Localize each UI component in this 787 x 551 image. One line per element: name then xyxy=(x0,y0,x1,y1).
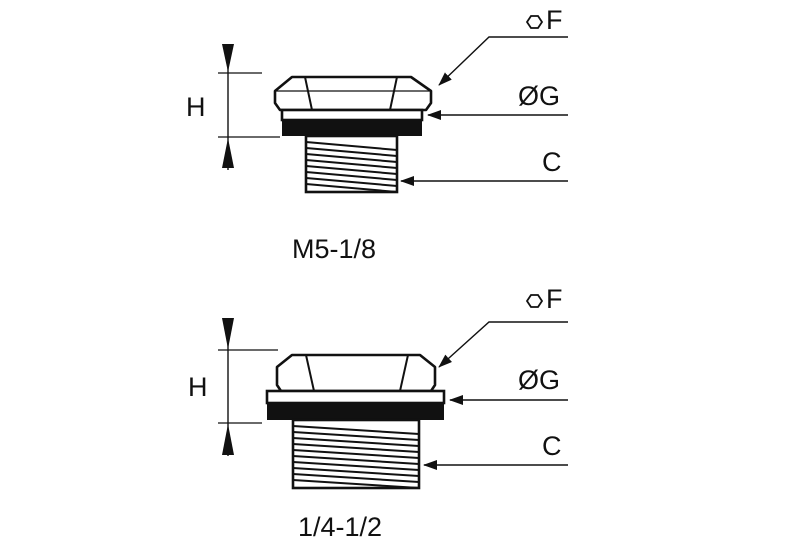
height-dimension: H xyxy=(186,44,280,170)
seal-ring xyxy=(267,403,444,420)
thread-leader: C xyxy=(423,431,568,470)
diameter-label: ØG xyxy=(518,365,560,395)
height-label: H xyxy=(188,372,208,402)
seal-ring xyxy=(282,120,422,136)
diameter-leader: ØG xyxy=(427,81,568,120)
hex-label: F xyxy=(546,5,563,35)
washer xyxy=(265,389,446,405)
plug-figure-small: H F ØG xyxy=(186,5,568,264)
diameter-leader: ØG xyxy=(449,365,568,405)
thread-label: C xyxy=(542,431,562,461)
thread-label: C xyxy=(542,147,562,177)
thread-lines xyxy=(305,141,398,193)
height-dimension: H xyxy=(188,318,278,456)
plug-figure-large: H F ØG xyxy=(188,284,568,542)
hex-head xyxy=(273,75,433,112)
thread-lines xyxy=(292,425,420,489)
hexagon-icon xyxy=(525,15,544,29)
figure-caption: 1/4-1/2 xyxy=(298,512,382,542)
hex-label: F xyxy=(546,284,563,314)
diameter-label: ØG xyxy=(518,81,560,111)
hex-leader: F xyxy=(438,284,568,368)
washer xyxy=(280,108,424,122)
hex-head xyxy=(275,353,437,393)
thread-leader: C xyxy=(400,147,568,186)
height-label: H xyxy=(186,92,206,122)
hexagon-icon xyxy=(525,294,544,308)
figure-caption: M5-1/8 xyxy=(292,234,376,264)
hex-leader: F xyxy=(438,5,568,86)
